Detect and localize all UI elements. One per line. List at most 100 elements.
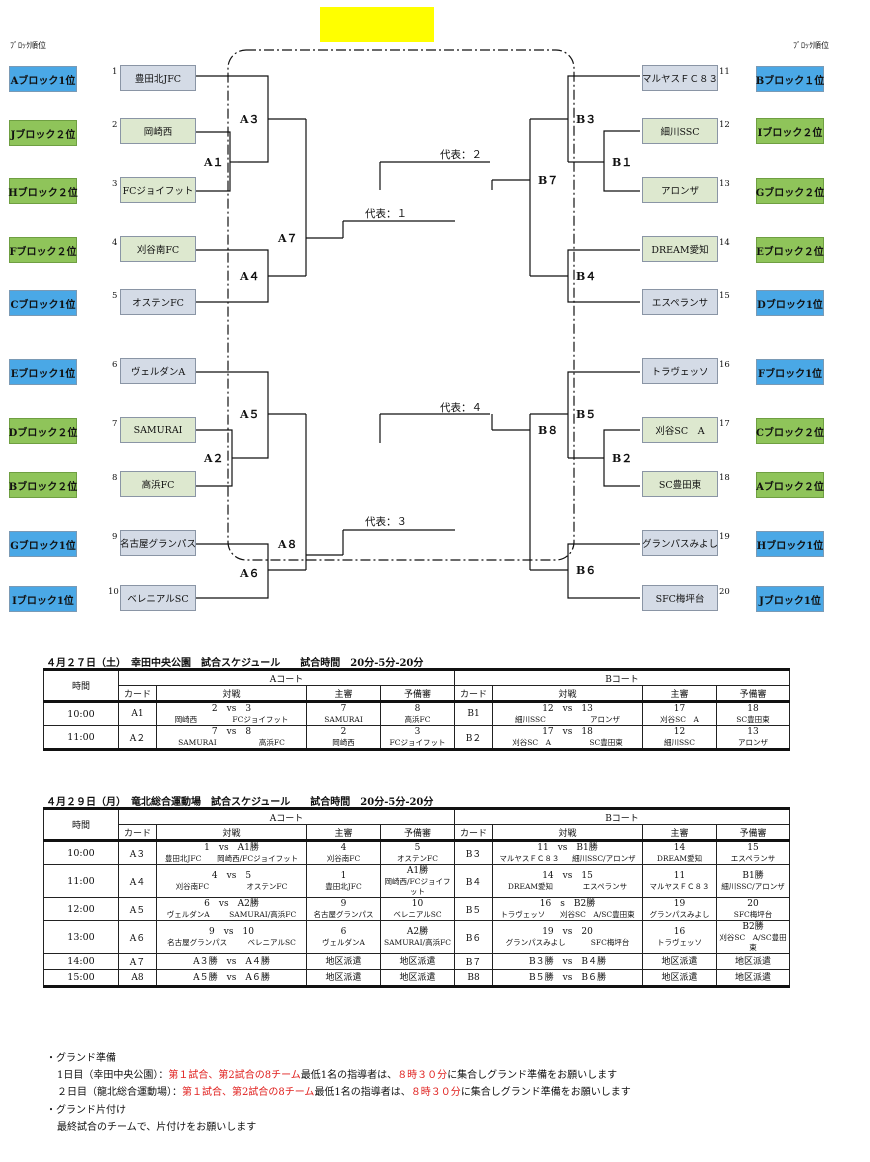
reserve-team: オステンFC [397, 854, 438, 863]
match-cell: B３勝 vs B４勝 [492, 953, 643, 970]
referee-cell: 地区派遣 [306, 953, 381, 970]
card-cell: A1 [118, 700, 157, 726]
team-number: 6 [112, 360, 118, 370]
prep-day1-note: 1日目（幸田中央公園）：第１試合、第2試合の8チーム最低1名の指導者は、８時３０… [57, 1066, 617, 1081]
team-1: DREAM愛知 [507, 882, 554, 891]
reserve-number: 地区派遣 [734, 972, 771, 983]
referee-number: 地区派遣 [325, 956, 362, 967]
match-pairing: A３勝 vs A４勝 [193, 956, 270, 967]
referee-header: 主審 [642, 824, 717, 841]
team-2: SAMURAI/高浜FC [229, 910, 297, 919]
match-label-a6: A６ [240, 567, 260, 580]
referee-number: 12 [673, 727, 686, 737]
referee-number: 地区派遣 [661, 972, 698, 983]
team-number: 11 [719, 67, 730, 77]
day2-schedule-table: 時間 Aコート Bコート カード 対戦 主審 予備審 カード 対戦 主審 予備審… [43, 807, 790, 988]
match-label-b4: B４ [576, 270, 597, 283]
team-name: 名古屋グランパス [120, 530, 196, 556]
reserve-number: 8 [414, 704, 421, 714]
match-label-b7: B７ [538, 174, 559, 187]
match-pairing: 14 vs 15 [542, 871, 593, 881]
match-pairing: 19 vs 20 [542, 927, 593, 937]
prep-title: ・グランド準備 [46, 1053, 116, 1064]
match-header: 対戦 [156, 824, 307, 841]
team-2: 細川SSC/アロンザ [572, 854, 636, 863]
team-number: 7 [112, 419, 118, 429]
card-cell: A６ [118, 920, 157, 954]
match-label-a1: A１ [204, 156, 224, 169]
referee-team: ヴェルダンA [322, 938, 365, 947]
team-number: 8 [112, 473, 118, 483]
team-number: 1 [112, 67, 118, 77]
reserve-number: 地区派遣 [399, 972, 436, 983]
a-court-header: Aコート [118, 807, 455, 825]
right-block-rank: Gブロック２位 [756, 178, 824, 204]
card-cell: A４ [118, 864, 157, 898]
reserve-number: 5 [414, 843, 421, 853]
referee-number: 11 [673, 871, 686, 881]
referee-number: 7 [340, 704, 347, 714]
block-rank-header-right: ﾌﾞﾛｯｸ順位 [793, 41, 829, 50]
match-pairing: 16 s B2勝 [539, 899, 596, 909]
team-name: グランパスみよし [642, 530, 718, 556]
reserve-number: 20 [747, 899, 759, 909]
team-name: オステンFC [120, 289, 196, 315]
match-header: 対戦 [156, 685, 307, 702]
team-1: マルヤスＦＣ８３ [499, 854, 560, 863]
card-cell: B２ [454, 725, 493, 751]
card-cell: B３ [454, 839, 493, 865]
representative-3: 代表：３ [365, 516, 407, 528]
team-name: トラヴェッソ [642, 358, 718, 384]
prep-day1-leader: 最低1名の指導者は、 [300, 1070, 398, 1081]
right-block-rank: Cブロック２位 [756, 418, 824, 444]
reserve-cell: B2勝刈谷SC A/SC豊田東 [716, 920, 790, 954]
team-1: ヴェルダンA [166, 910, 210, 919]
referee-team: 刈谷SC A [660, 715, 699, 724]
prep-day2-leader: 最低1名の指導者は、 [314, 1087, 411, 1098]
team-2: オステンFC [246, 882, 288, 891]
card-header: カード [118, 824, 157, 841]
prep-day2-venue: ２日目（龍北総合運動場）： [57, 1087, 182, 1098]
referee-team: グランパスみよし [649, 910, 710, 919]
team-name: ベレニアルSC [120, 585, 196, 611]
referee-number: 地区派遣 [661, 956, 698, 967]
card-header: カード [118, 685, 157, 702]
team-2: ベレニアルSC [247, 938, 296, 947]
referee-number: 17 [673, 704, 686, 714]
match-label-b6: B６ [576, 564, 597, 577]
match-pairing: B３勝 vs B４勝 [529, 956, 606, 967]
day1-title: ４月２７日（土） 幸田中央公園 試合スケジュール 試合時間 20分-5分-20分 [46, 658, 424, 669]
prep-day2-note: ２日目（龍北総合運動場）：第１試合、第2試合の8チーム最低1名の指導者は、８時３… [57, 1083, 631, 1098]
reserve-number: B1勝 [742, 871, 764, 881]
reserve-referee-header: 予備審 [716, 685, 790, 702]
cleanup-title: ・グランド片付け [46, 1105, 126, 1116]
referee-number: 4 [340, 843, 347, 853]
match-label-a5: A５ [240, 408, 260, 421]
reserve-number: A2勝 [406, 927, 429, 937]
match-header: 対戦 [492, 685, 643, 702]
table-row: 14:00 A７ A３勝 vs A４勝 地区派遣 地区派遣 B７ B３勝 vs … [43, 953, 790, 970]
match-label-b5: B５ [576, 408, 597, 421]
reserve-cell: A1勝岡崎西/FCジョイフット [380, 864, 455, 898]
time-cell: 12:00 [43, 897, 119, 921]
team-number: 14 [719, 238, 730, 248]
referee-number: 19 [673, 899, 686, 909]
card-cell: A５ [118, 897, 157, 921]
reserve-number: 18 [747, 704, 759, 714]
team-name: 刈谷SC A [642, 417, 718, 443]
reserve-number: 10 [411, 899, 424, 909]
referee-cell: 地区派遣 [306, 969, 381, 988]
referee-team: トラヴェッソ [657, 938, 702, 947]
team-2: アロンザ [589, 715, 620, 724]
right-block-rank: Iブロック２位 [756, 118, 824, 144]
left-block-rank: Jブロック２位 [9, 120, 77, 146]
prep-day2-request: に集合しグランド準備をお願いします [460, 1087, 631, 1098]
